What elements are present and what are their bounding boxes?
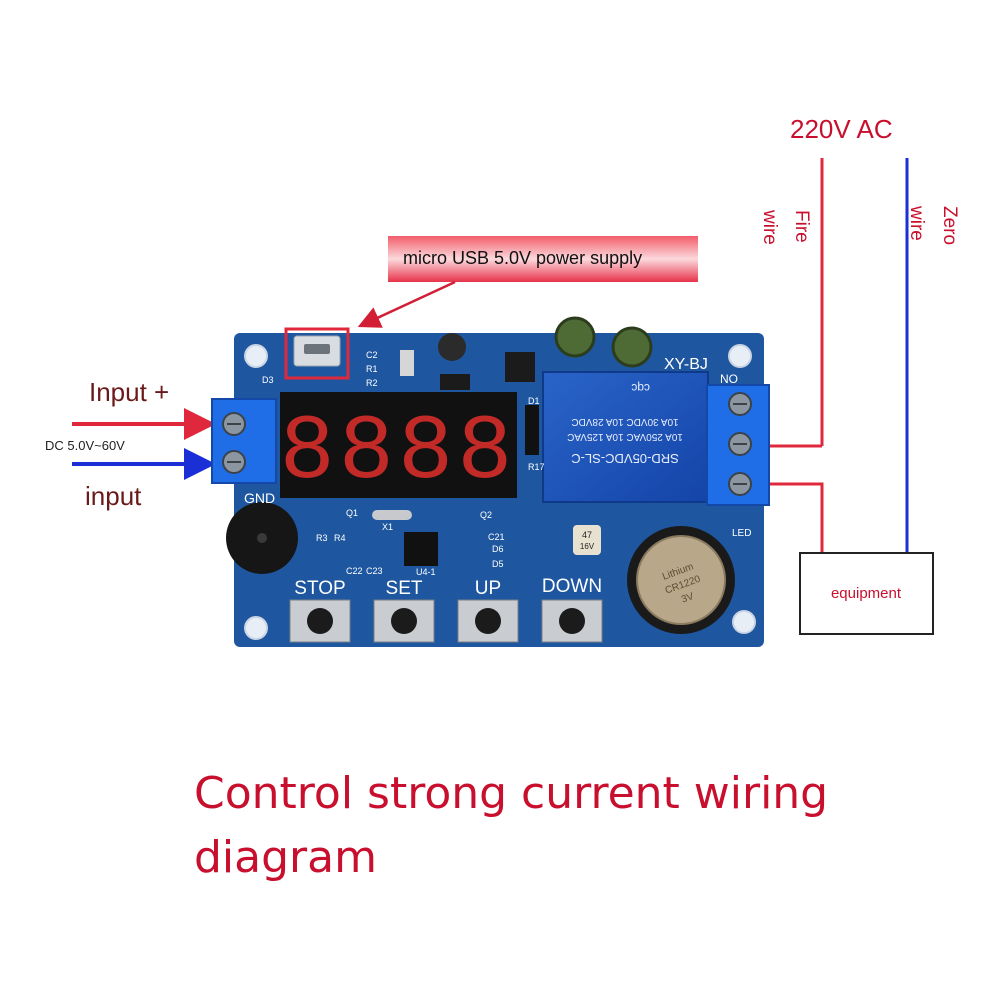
up-label: UP <box>475 578 501 599</box>
silk-label-r3: R3 <box>316 533 328 543</box>
silk-label-r2: R2 <box>366 378 378 388</box>
set-button-cap[interactable] <box>391 608 417 634</box>
input-minus-label: input <box>85 481 142 511</box>
usb-callout-arrow <box>357 280 456 328</box>
equipment-box <box>799 552 934 635</box>
inductor <box>438 333 466 361</box>
silk-label-d6: D6 <box>492 544 504 554</box>
zero-wire-label-group: Zero wire <box>906 205 960 245</box>
stop-label: STOP <box>294 578 345 599</box>
diagram-caption: Control strong current wiring diagram <box>194 768 829 883</box>
coin-battery <box>636 535 726 625</box>
input-plus-label: Input + <box>89 377 169 407</box>
chip <box>440 374 470 390</box>
set-label: SET <box>386 578 423 599</box>
gnd-label: GND <box>244 490 275 506</box>
silk-label-q2: Q2 <box>480 510 492 520</box>
set-button[interactable] <box>373 599 435 643</box>
relay <box>542 371 709 503</box>
relay-rating-text-2: 10A 30VDC 10A 28VDC <box>571 416 678 427</box>
silk-label-x1: X1 <box>382 522 393 532</box>
silk-label-r1: R1 <box>366 364 378 374</box>
zero-wire-label-line2: wire <box>906 205 927 241</box>
equipment-label: equipment <box>831 585 902 602</box>
mounting-hole <box>732 610 756 634</box>
relay-model-text: SRD-05VDC-SL-C <box>571 451 679 466</box>
no-label: NO <box>720 372 738 386</box>
silk-label-r17: R17 <box>528 462 545 472</box>
mounting-hole <box>728 344 752 368</box>
silk-label-d5: D5 <box>492 559 504 569</box>
capacitor <box>611 326 653 368</box>
silk-label-q1: Q1 <box>346 508 358 518</box>
cap-text-1: 47 <box>582 530 592 540</box>
stop-button-cap[interactable] <box>307 608 333 634</box>
ic <box>404 532 438 566</box>
fire-wire-label-line1: Fire <box>791 210 812 243</box>
display-digits: 8888 <box>280 400 517 505</box>
relay-print: SRD-05VDC-SL-C 10A 250VAC 10A 125VAC 10A… <box>567 381 683 466</box>
model-label: XY-BJ <box>664 356 708 373</box>
down-button-cap[interactable] <box>559 608 585 634</box>
chip <box>400 350 414 376</box>
silk-label-r4: R4 <box>334 533 346 543</box>
relay-board: 8888 <box>211 316 770 647</box>
relay-to-equipment-wire <box>760 482 824 553</box>
capacitor-47uf <box>573 525 601 555</box>
led-label: LED <box>732 528 751 539</box>
usb-callout-label: micro USB 5.0V power supply <box>403 248 642 268</box>
capacitor <box>554 316 596 358</box>
zero-wire-label-line1: Zero <box>939 206 960 245</box>
mounting-hole <box>244 616 268 640</box>
diode <box>525 405 539 455</box>
up-button-cap[interactable] <box>475 608 501 634</box>
chip <box>505 352 535 382</box>
button-row <box>289 599 603 643</box>
usb-callout-box <box>388 236 698 282</box>
led-display <box>280 392 517 498</box>
buzzer-hole <box>257 533 267 543</box>
silk-label-c21: C21 <box>488 532 505 542</box>
ac-source-label: 220V AC <box>790 114 893 144</box>
silk-label-u4-1: U4-1 <box>416 567 436 577</box>
battery-text-3: 3V <box>680 591 696 606</box>
fire-wire-label-group: Fire wire <box>759 209 812 245</box>
down-label: DOWN <box>542 576 602 597</box>
input-terminal <box>211 398 277 484</box>
dc-range-label: DC 5.0V~60V <box>45 438 125 453</box>
usb-highlight-frame <box>284 327 350 380</box>
relay-cqc-mark: cqc <box>631 381 650 395</box>
crystal <box>372 510 412 520</box>
silk-label-c2: C2 <box>366 350 378 360</box>
mounting-hole <box>244 344 268 368</box>
micro-usb-opening <box>304 344 330 354</box>
relay-rating-text-1: 10A 250VAC 10A 125VAC <box>567 431 683 442</box>
silk-label-c23: C23 <box>366 566 383 576</box>
silk-label-c22: C22 <box>346 566 363 576</box>
silk-label-d3: D3 <box>262 375 274 385</box>
silk-label-d1: D1 <box>528 396 540 406</box>
fire-wire-label-line2: wire <box>759 209 780 245</box>
cap-text-2: 16V <box>580 542 595 551</box>
